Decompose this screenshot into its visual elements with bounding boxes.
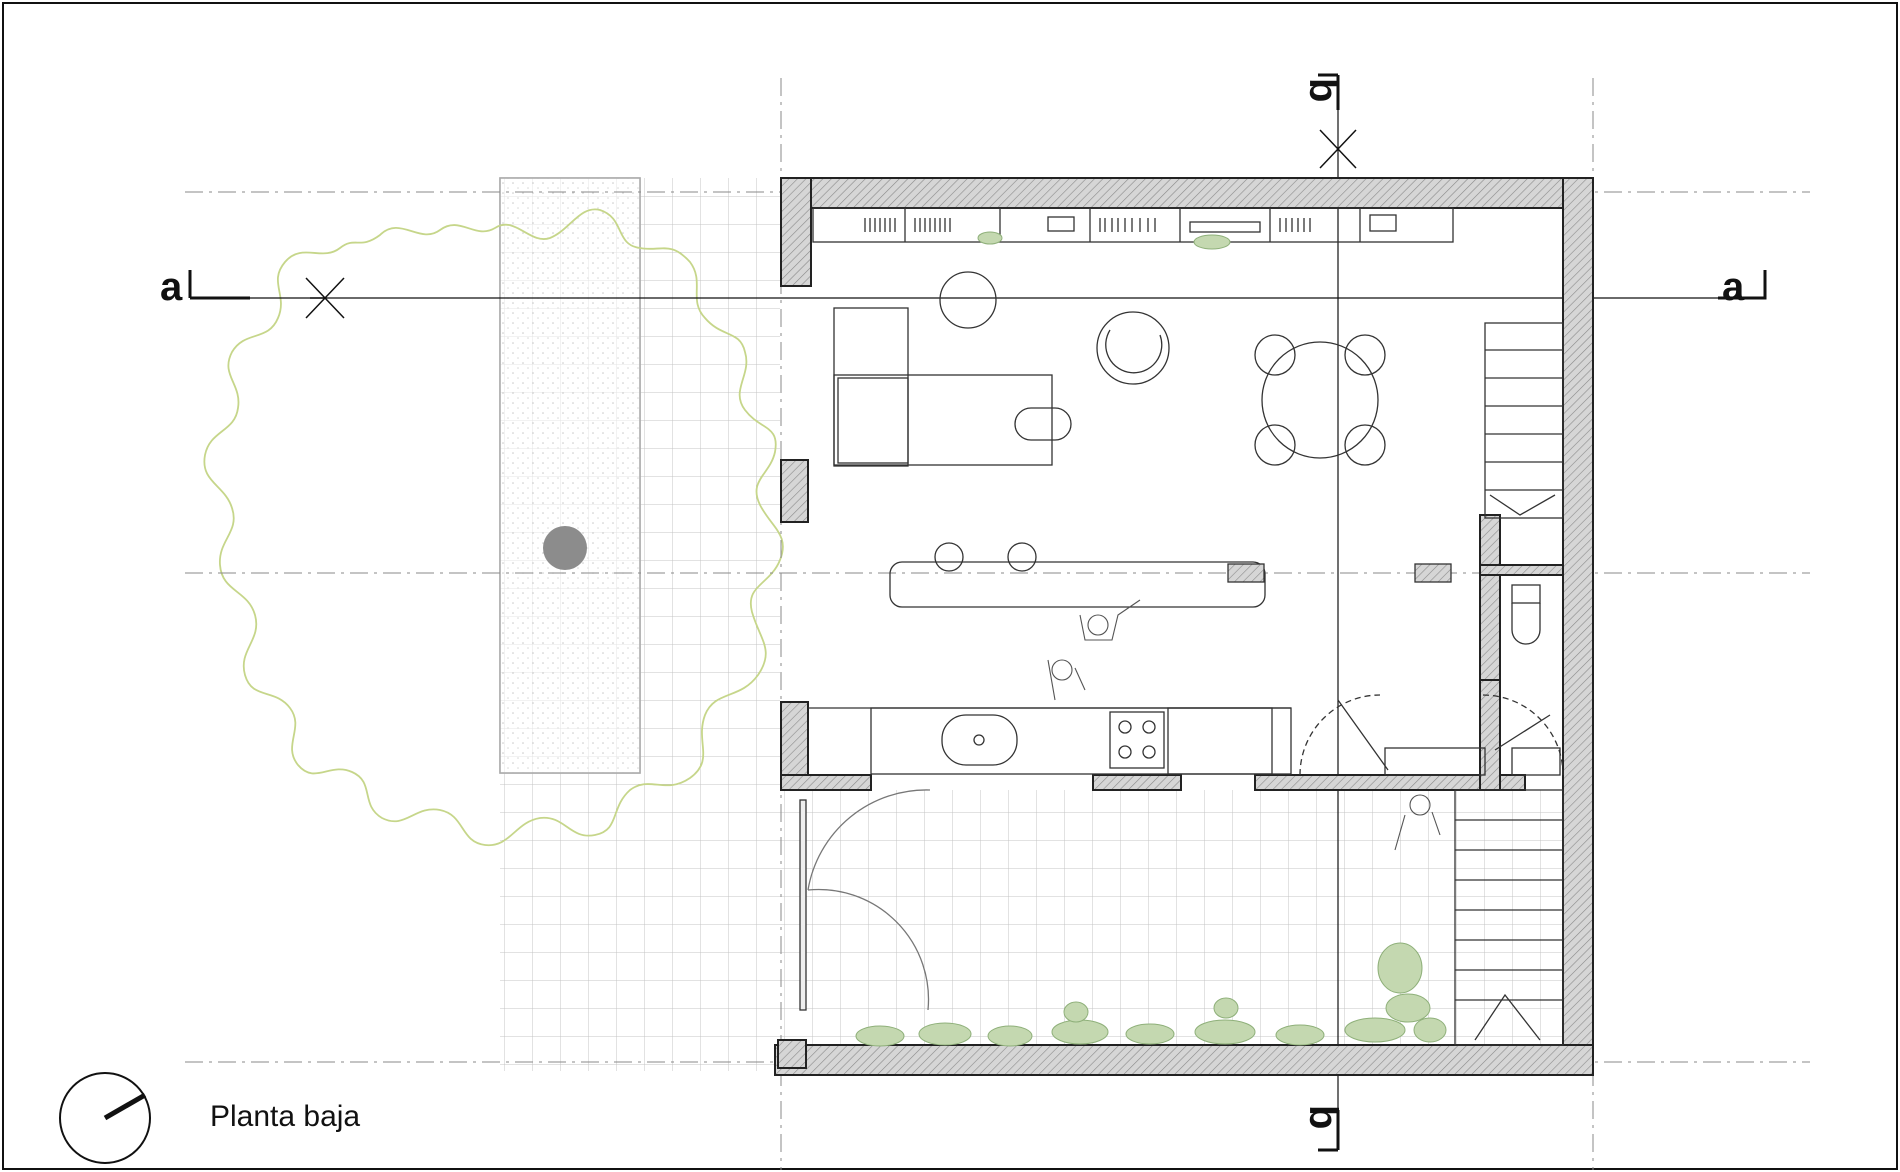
- exterior-paving: [499, 177, 1570, 1071]
- section-b-label-top: b: [1301, 78, 1345, 102]
- person-icon: [1047, 599, 1441, 851]
- section-line-b: [1318, 73, 1357, 1152]
- drawing-title: Planta baja: [210, 1100, 361, 1133]
- garden-light: [543, 526, 587, 570]
- kitchen-counter: [870, 707, 1292, 775]
- walls: [774, 177, 1594, 1076]
- north-arrow-icon: [59, 1072, 151, 1164]
- section-line-a: [188, 270, 1767, 319]
- stair-upper: [1484, 322, 1564, 519]
- sofa: [833, 307, 909, 467]
- interior-fixtures: [799, 207, 1564, 1046]
- coffee-table: [939, 271, 997, 329]
- section-a-label-left: a: [160, 265, 183, 309]
- toilet: [1511, 584, 1541, 604]
- section-a-label-right: a: [1722, 265, 1745, 309]
- shelving-unit: [812, 207, 1454, 243]
- dining-table: [1261, 341, 1379, 459]
- tree-canopy: [203, 208, 784, 846]
- planting: [855, 231, 1447, 1047]
- section-b-label-bottom: b: [1301, 1105, 1345, 1129]
- lounge-chair: [1096, 311, 1170, 385]
- kitchen-island: [889, 561, 1266, 608]
